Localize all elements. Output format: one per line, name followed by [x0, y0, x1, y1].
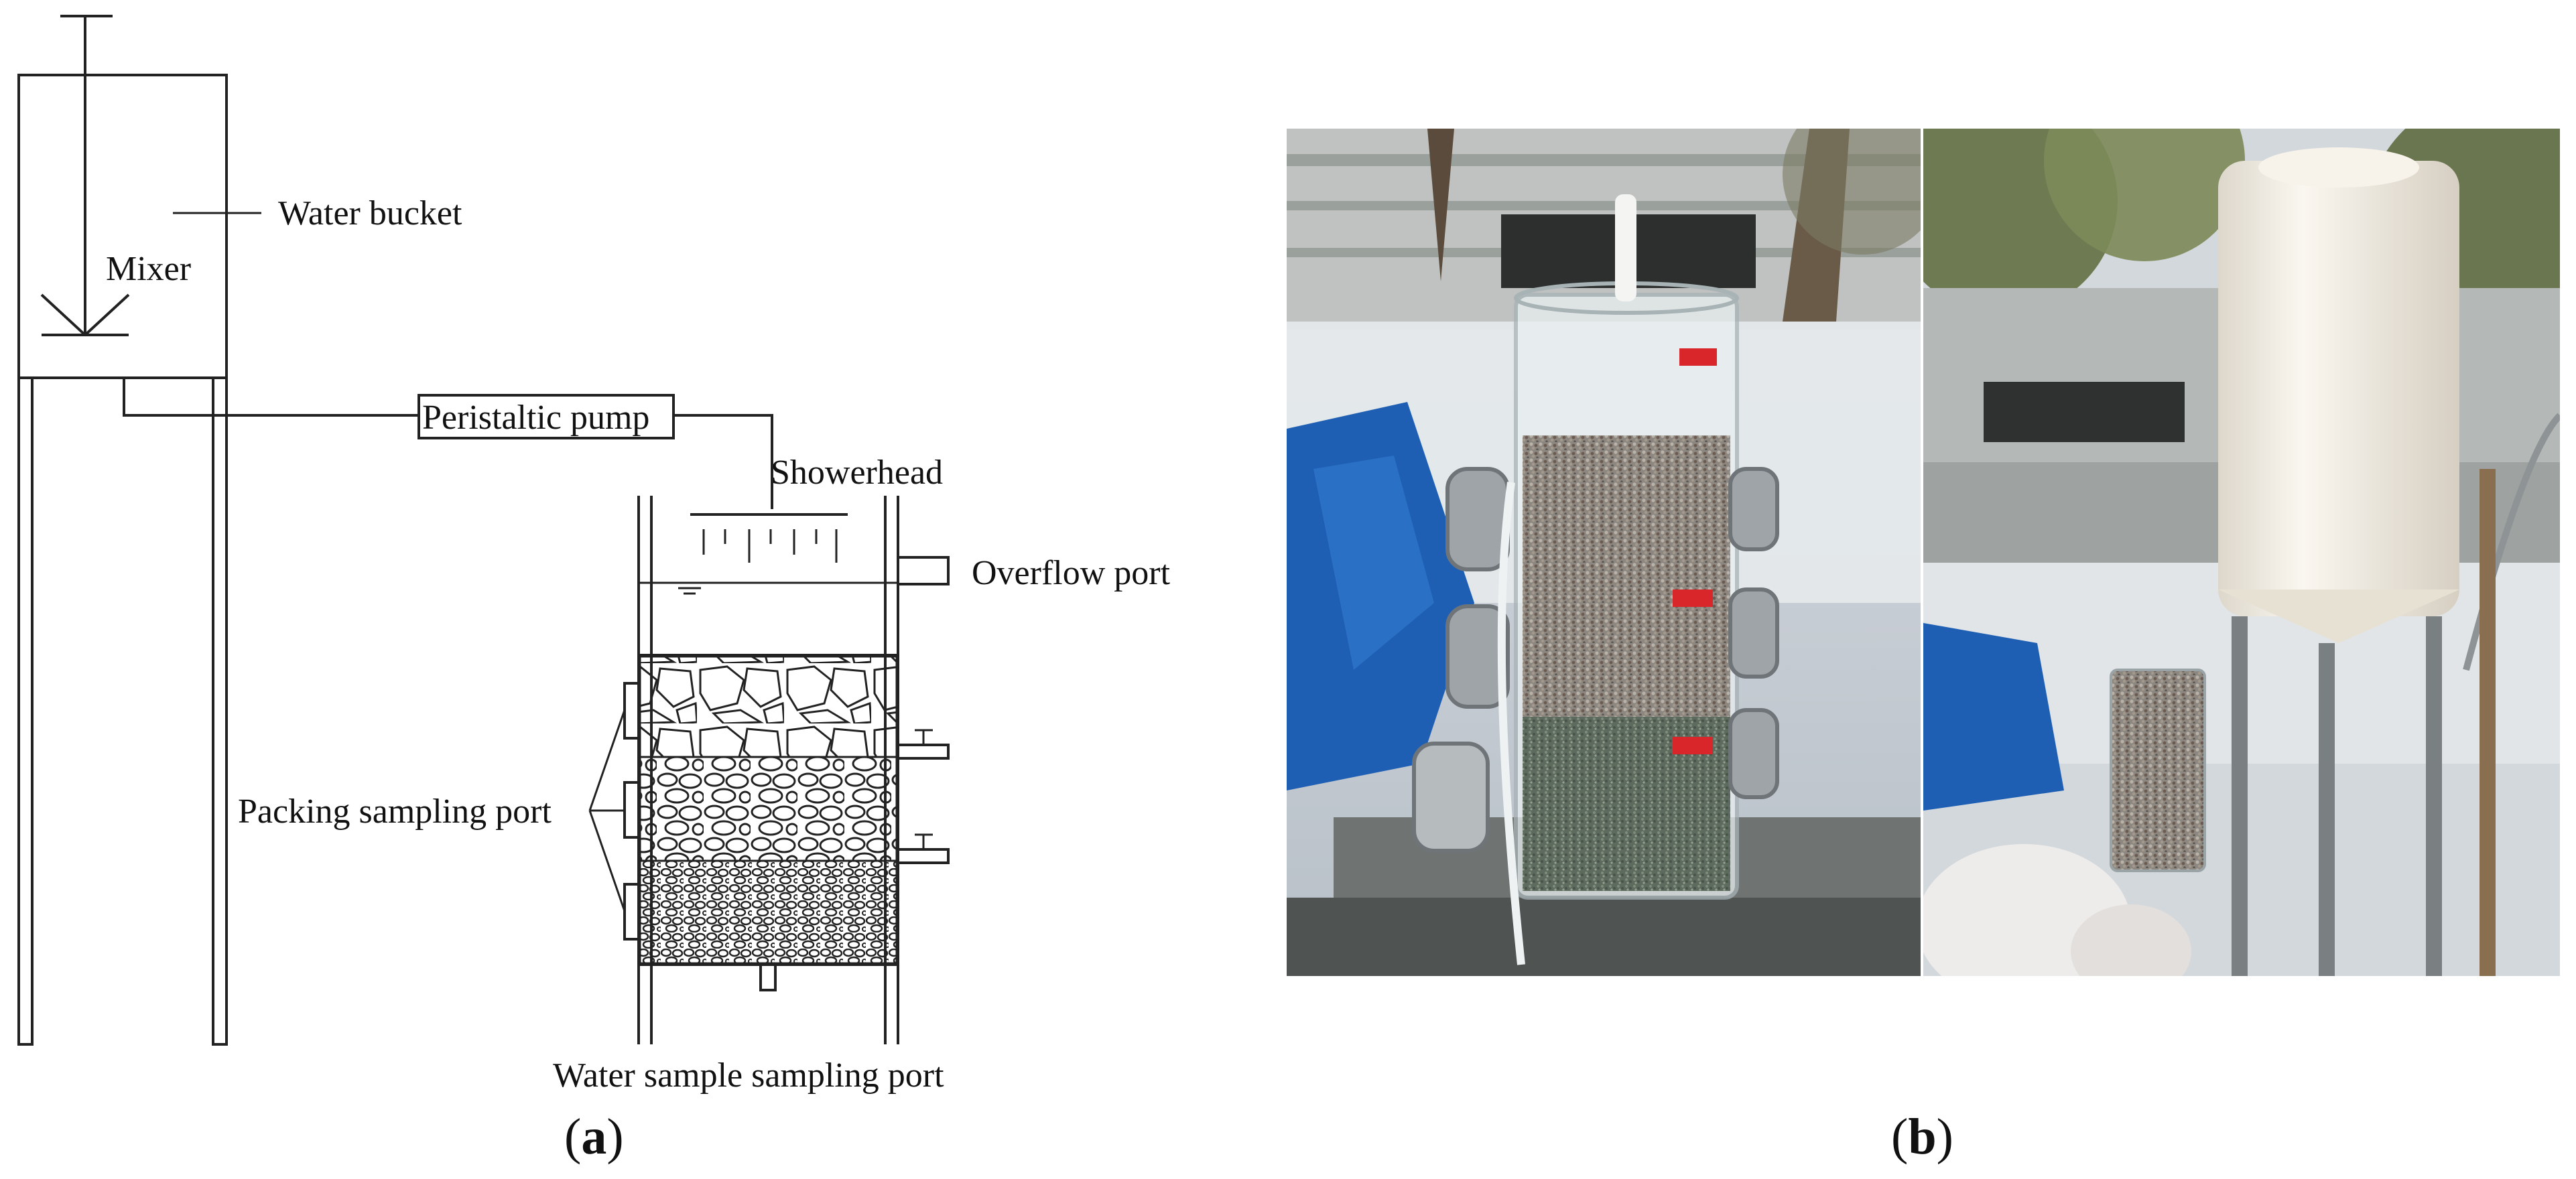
photo-panel-b: (b)	[1287, 129, 2560, 1165]
label-mixer: Mixer	[106, 250, 191, 288]
photo-right	[1923, 129, 2560, 976]
peristaltic-pump-box	[417, 394, 675, 439]
packing-sampling-ports	[588, 682, 640, 941]
showerhead	[690, 513, 848, 563]
caption-a: (a)	[564, 1109, 624, 1165]
feed-pipe	[123, 378, 773, 509]
packing-layer-large	[639, 655, 898, 758]
label-water-bucket: Water bucket	[278, 194, 462, 232]
photo-left	[1287, 129, 1921, 976]
water-sample-port	[759, 963, 777, 991]
caption-b: (b)	[1891, 1109, 1953, 1165]
water-bucket	[17, 74, 261, 1046]
label-showerhead: Showerhead	[771, 454, 943, 492]
packing-layer-medium	[639, 756, 898, 862]
label-packing-sampling-port: Packing sampling port	[238, 792, 552, 831]
mixer	[40, 15, 130, 336]
side-taps	[897, 729, 950, 864]
schematic-panel-a: Water bucket Mixer Peristaltic pump Show…	[17, 15, 1171, 1165]
label-water-sample-sampling-port: Water sample sampling port	[553, 1056, 944, 1095]
water-level-mark	[639, 581, 898, 595]
overflow-port	[897, 556, 950, 585]
label-overflow-port: Overflow port	[972, 554, 1171, 592]
label-peristaltic-pump: Peristaltic pump	[422, 399, 649, 437]
packing-layer-small	[639, 859, 898, 965]
